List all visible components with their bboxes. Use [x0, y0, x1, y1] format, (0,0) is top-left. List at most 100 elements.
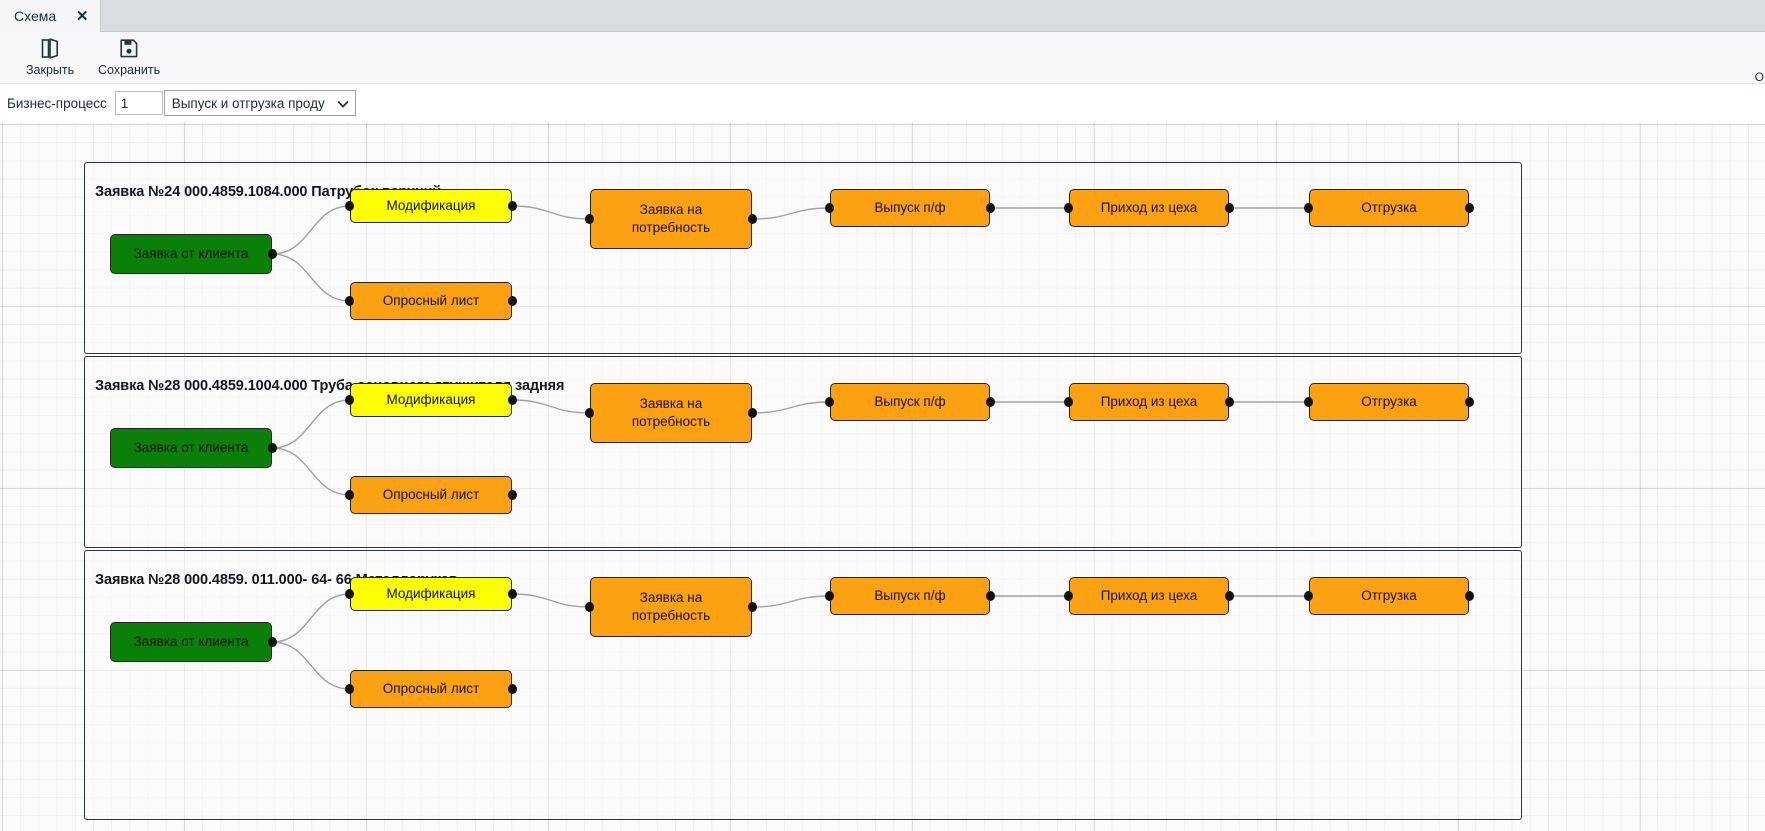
process-node-label: Приход из цеха [1100, 393, 1198, 409]
node-port-left[interactable] [1064, 397, 1073, 407]
tab-schema[interactable]: Схема ✕ [0, 0, 102, 32]
process-node[interactable]: Модификация [350, 577, 512, 611]
node-port-left[interactable] [1304, 397, 1313, 407]
node-port-right[interactable] [268, 443, 277, 453]
process-node-label: Опросный лист [382, 680, 480, 696]
save-button[interactable]: Сохранить [90, 34, 168, 79]
process-node[interactable]: Отгрузка [1309, 383, 1469, 421]
close-button[interactable]: Закрыть [18, 34, 82, 79]
process-node-label: Отгрузка [1361, 199, 1417, 215]
tab-bar: Схема ✕ [0, 0, 1765, 32]
node-port-left[interactable] [585, 214, 594, 224]
process-node-label: Опросный лист [382, 486, 480, 502]
process-node[interactable]: Опросный лист [350, 476, 512, 514]
tab-schema-label: Схема [14, 8, 57, 24]
process-node[interactable]: Опросный лист [350, 282, 512, 320]
node-port-right[interactable] [1465, 591, 1474, 601]
parameter-bar: Бизнес-процесс Выпуск и отгрузка проду [0, 84, 1765, 122]
process-node[interactable]: Модификация [350, 383, 512, 417]
process-node-label: Заявка от клиента [133, 633, 249, 649]
process-node[interactable]: Заявка на потребность [590, 189, 752, 249]
process-node[interactable]: Заявка на потребность [590, 383, 752, 443]
process-node-label: Заявка от клиента [133, 245, 249, 261]
process-node-label: Выпуск п/ф [874, 393, 946, 409]
process-node[interactable]: Заявка от клиента [110, 428, 272, 468]
process-node-label: Заявка на потребность [631, 589, 711, 623]
node-port-right[interactable] [748, 408, 757, 418]
node-port-right[interactable] [508, 684, 517, 694]
close-icon[interactable]: ✕ [75, 7, 89, 25]
chevron-down-icon[interactable] [337, 97, 349, 109]
node-port-right[interactable] [508, 201, 517, 211]
node-port-right[interactable] [1225, 397, 1234, 407]
process-node[interactable]: Отгрузка [1309, 189, 1469, 227]
process-node[interactable]: Отгрузка [1309, 577, 1469, 615]
process-node[interactable]: Выпуск п/ф [830, 189, 990, 227]
node-port-right[interactable] [986, 397, 995, 407]
node-port-right[interactable] [748, 602, 757, 612]
process-node[interactable]: Приход из цеха [1069, 383, 1229, 421]
save-button-label: Сохранить [98, 63, 161, 77]
process-node-label: Заявка на потребность [631, 201, 711, 235]
node-port-left[interactable] [585, 602, 594, 612]
node-port-left[interactable] [345, 684, 354, 694]
process-lane[interactable] [84, 550, 1522, 820]
node-port-left[interactable] [585, 408, 594, 418]
process-node[interactable]: Приход из цеха [1069, 189, 1229, 227]
process-node[interactable]: Заявка на потребность [590, 577, 752, 637]
node-port-left[interactable] [825, 591, 834, 601]
process-node[interactable]: Опросный лист [350, 670, 512, 708]
process-node[interactable]: Выпуск п/ф [830, 577, 990, 615]
process-node-label: Опросный лист [382, 292, 480, 308]
node-port-left[interactable] [345, 296, 354, 306]
node-port-left[interactable] [1064, 591, 1073, 601]
process-node-label: Модификация [386, 197, 476, 213]
process-node[interactable]: Заявка от клиента [110, 622, 272, 662]
floppy-disk-save-icon [119, 37, 139, 59]
node-port-right[interactable] [986, 203, 995, 213]
node-port-right[interactable] [1225, 591, 1234, 601]
node-port-right[interactable] [508, 296, 517, 306]
business-process-number-input[interactable] [114, 91, 163, 115]
process-lane[interactable] [84, 356, 1522, 548]
node-port-left[interactable] [825, 397, 834, 407]
node-port-right[interactable] [268, 249, 277, 259]
process-node[interactable]: Выпуск п/ф [830, 383, 990, 421]
toolbar: Закрыть Сохранить O [0, 32, 1765, 84]
node-port-right[interactable] [268, 637, 277, 647]
node-port-left[interactable] [345, 589, 354, 599]
node-port-left[interactable] [345, 395, 354, 405]
node-port-right[interactable] [1225, 203, 1234, 213]
process-node[interactable]: Заявка от клиента [110, 234, 272, 274]
node-port-right[interactable] [508, 589, 517, 599]
node-port-right[interactable] [986, 591, 995, 601]
node-port-left[interactable] [345, 201, 354, 211]
node-port-right[interactable] [748, 214, 757, 224]
process-node-label: Отгрузка [1361, 587, 1417, 603]
node-port-right[interactable] [508, 490, 517, 500]
process-node-label: Выпуск п/ф [874, 587, 946, 603]
node-port-right[interactable] [508, 395, 517, 405]
node-port-left[interactable] [1064, 203, 1073, 213]
business-process-label: Бизнес-процесс [7, 95, 107, 111]
door-exit-icon [40, 37, 60, 59]
process-node-label: Заявка на потребность [631, 395, 711, 429]
process-node[interactable]: Приход из цеха [1069, 577, 1229, 615]
toolbar-corner-text: O [1754, 70, 1764, 84]
node-port-left[interactable] [1304, 203, 1313, 213]
node-port-right[interactable] [1465, 397, 1474, 407]
node-port-left[interactable] [1304, 591, 1313, 601]
process-node-label: Отгрузка [1361, 393, 1417, 409]
process-lane[interactable] [84, 162, 1522, 354]
process-node-label: Модификация [386, 585, 476, 601]
process-node-label: Выпуск п/ф [874, 199, 946, 215]
business-process-select[interactable]: Выпуск и отгрузка проду [163, 90, 356, 116]
process-node[interactable]: Модификация [350, 189, 512, 223]
process-node-label: Модификация [386, 391, 476, 407]
diagram-canvas[interactable]: Заявка №24 000.4859.1084.000 Патрубок ве… [0, 122, 1765, 831]
node-port-right[interactable] [1465, 203, 1474, 213]
close-button-label: Закрыть [26, 63, 75, 77]
business-process-select-value: Выпуск и отгрузка проду [171, 95, 325, 111]
node-port-left[interactable] [825, 203, 834, 213]
node-port-left[interactable] [345, 490, 354, 500]
